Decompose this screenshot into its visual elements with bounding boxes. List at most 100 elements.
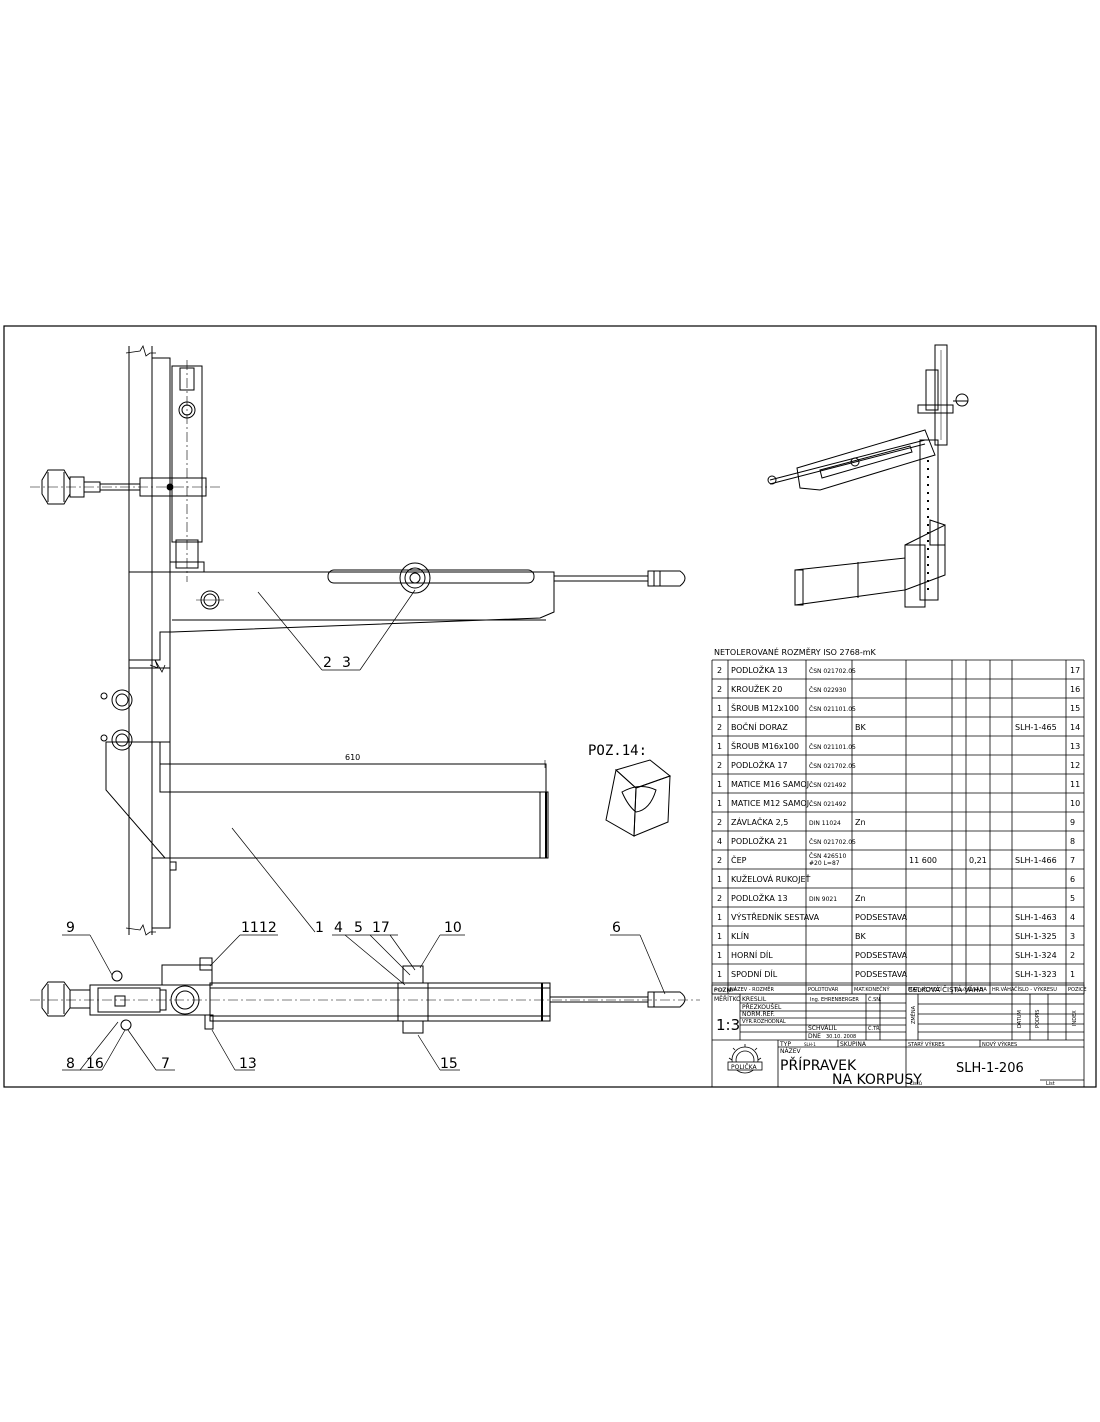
bom-grid — [711, 659, 1085, 995]
bom-cell-qty: 4 — [717, 837, 722, 846]
bom-cell-qty: 1 — [717, 780, 722, 789]
bom-cell-semi: ČSN 021702.05 — [809, 763, 856, 770]
bom-cell-drawing: SLH-1-465 — [1015, 723, 1057, 732]
zmena-label: ZMĚNA — [909, 1005, 917, 1024]
bom-cell-semi: ČSN 021101.05 — [809, 706, 856, 713]
ctr-label: Č.TŘ. — [868, 1024, 881, 1032]
bom-cell-drawing: SLH-1-324 — [1015, 951, 1057, 960]
schvalil-label: SCHVÁLIL — [808, 1025, 837, 1032]
prezkousel-label: PŘEZKOUŠEL — [742, 1003, 782, 1011]
bom-cell-semi: DIN 9021 — [809, 896, 837, 903]
bom-cell-item: 12 — [1070, 761, 1080, 770]
bom-cell-semi: ČSN 426510 — [809, 853, 846, 860]
callout-5: 5 — [354, 920, 363, 936]
scale: 1:3 — [716, 1016, 740, 1034]
dimension-610: 610 — [345, 753, 360, 762]
date: 30.10. 2008 — [826, 1034, 856, 1040]
nazev-label: NÁZEV — [780, 1048, 801, 1055]
bom-cell-mat_out: 11 600 — [909, 856, 937, 865]
bom-cell-item: 16 — [1070, 685, 1080, 694]
csn-label: Č.SN. — [868, 996, 882, 1003]
skupina-label: SKUPINA — [840, 1041, 867, 1048]
bom-header-name: NÁZEV - ROZMĚR — [730, 985, 774, 993]
callout-16: 16 — [86, 1056, 104, 1072]
bom-header-mat_out: MAT.VÝCHOZÍ — [908, 986, 942, 993]
bom-cell-semi: ČSN 021492 — [809, 782, 846, 789]
bom-cell-item: 9 — [1070, 818, 1075, 827]
bom-cell-name: SPODNÍ DÍL — [731, 968, 778, 979]
bom-cell-mat: PODSESTAVA — [855, 951, 908, 960]
bom-cell-qty: 2 — [717, 666, 722, 675]
top-view — [30, 934, 700, 1071]
bom-cell-item: 2 — [1070, 951, 1075, 960]
bom-cell-name: PODLOŽKA 13 — [731, 892, 788, 903]
bom-cell-name: MATICE M16 SAMOJ. — [731, 780, 812, 789]
index-label: INDEX — [1072, 1010, 1078, 1026]
bom-cell-qty: 1 — [717, 951, 722, 960]
bom-cell-item: 5 — [1070, 894, 1075, 903]
meritko-label: MĚŘÍTKO — [714, 995, 741, 1003]
bom-cell-qty: 1 — [717, 970, 722, 979]
bom-cell-semi: ČSN 021101.05 — [809, 744, 856, 751]
bom-cell-semi: DIN 11024 — [809, 820, 841, 827]
bom-cell-semi: #20 L=87 — [809, 860, 840, 867]
typ-label: TYP — [779, 1041, 791, 1048]
bom-cell-item: 10 — [1070, 799, 1080, 808]
bom-cell-name: HORNÍ DÍL — [731, 949, 773, 960]
callout-3: 3 — [342, 655, 351, 671]
bom-cell-qty: 2 — [717, 818, 722, 827]
bom-cell-name: MATICE M12 SAMOJ. — [731, 799, 812, 808]
bom-cell-name: ŠROUB M16x100 — [731, 740, 799, 751]
listu-label: Listů — [910, 1080, 922, 1087]
bom-cell-name: ČEP — [731, 854, 747, 865]
callout-15: 15 — [440, 1056, 458, 1072]
bom-cell-item: 15 — [1070, 704, 1080, 713]
list-label: List — [1046, 1081, 1055, 1087]
bom-cell-item: 1 — [1070, 970, 1075, 979]
poz14-detail — [605, 759, 672, 837]
callout-1: 1 — [315, 920, 324, 936]
bom-cell-qty: 1 — [717, 913, 722, 922]
bom-cell-mat: BK — [855, 932, 866, 941]
isometric-view — [767, 344, 969, 608]
bom-cell-name: PODLOŽKA 21 — [731, 835, 788, 846]
normref-label: NORM.REF. — [742, 1011, 775, 1018]
celkova-label: CELKOVÁ ČISTÁ VÁHA — [908, 985, 984, 994]
bom-cell-name: ZÁVLAČKA 2,5 — [731, 816, 788, 827]
bom-cell-qty: 2 — [717, 856, 722, 865]
bom-cell-qty: 1 — [717, 704, 722, 713]
bom-cell-mat: Zn — [855, 894, 866, 903]
bom-cell-qty: 2 — [717, 761, 722, 770]
bom-cell-qty: 1 — [717, 875, 722, 884]
callout-2: 2 — [323, 655, 332, 671]
stary-vykres-label: STARÝ VÝKRES — [908, 1041, 945, 1048]
logo-text: POLIČKA — [731, 1064, 757, 1071]
bom-header-qty: POČET KUSŮ — [714, 987, 737, 992]
bom-cell-name: PODLOŽKA 13 — [731, 664, 788, 675]
kreslil-label: KRESLIL — [742, 996, 767, 1003]
bom-cell-item: 7 — [1070, 856, 1075, 865]
bom-cell-name: KUŽELOVÁ RUKOJEŤ — [731, 873, 811, 884]
sheet-border — [3, 325, 1097, 1088]
datum-label: DATUM — [1017, 1010, 1023, 1028]
bom-header-mat: MAT.KONEČNÝ — [854, 986, 890, 993]
title-line-2: NA KORPUSY — [832, 1072, 922, 1088]
tolerance-note: NETOLEROVANÉ ROZMĚRY ISO 2768-mK — [714, 646, 877, 657]
bom-cell-drawing: SLH-1-463 — [1015, 913, 1057, 922]
bom-cell-semi: ČSN 022930 — [809, 687, 846, 694]
bom-cell-name: ŠROUB M12x100 — [731, 702, 799, 713]
callout-7: 7 — [161, 1056, 170, 1072]
bom-cell-item: 11 — [1070, 780, 1080, 789]
bom-cell-mat: Zn — [855, 818, 866, 827]
bom-cell-item: 17 — [1070, 666, 1080, 675]
poz14-label: POZ.14: — [588, 743, 647, 759]
bom-cell-qty: 1 — [717, 742, 722, 751]
bom-cell-mat: PODSESTAVA — [855, 913, 908, 922]
callout-10: 10 — [444, 920, 462, 936]
bom-cell-semi: ČSN 021702.05 — [809, 668, 856, 675]
podpis-label: PODPIS — [1035, 1010, 1041, 1028]
bom-cell-item: 4 — [1070, 913, 1075, 922]
company-logo: POLIČKA — [727, 1044, 763, 1074]
